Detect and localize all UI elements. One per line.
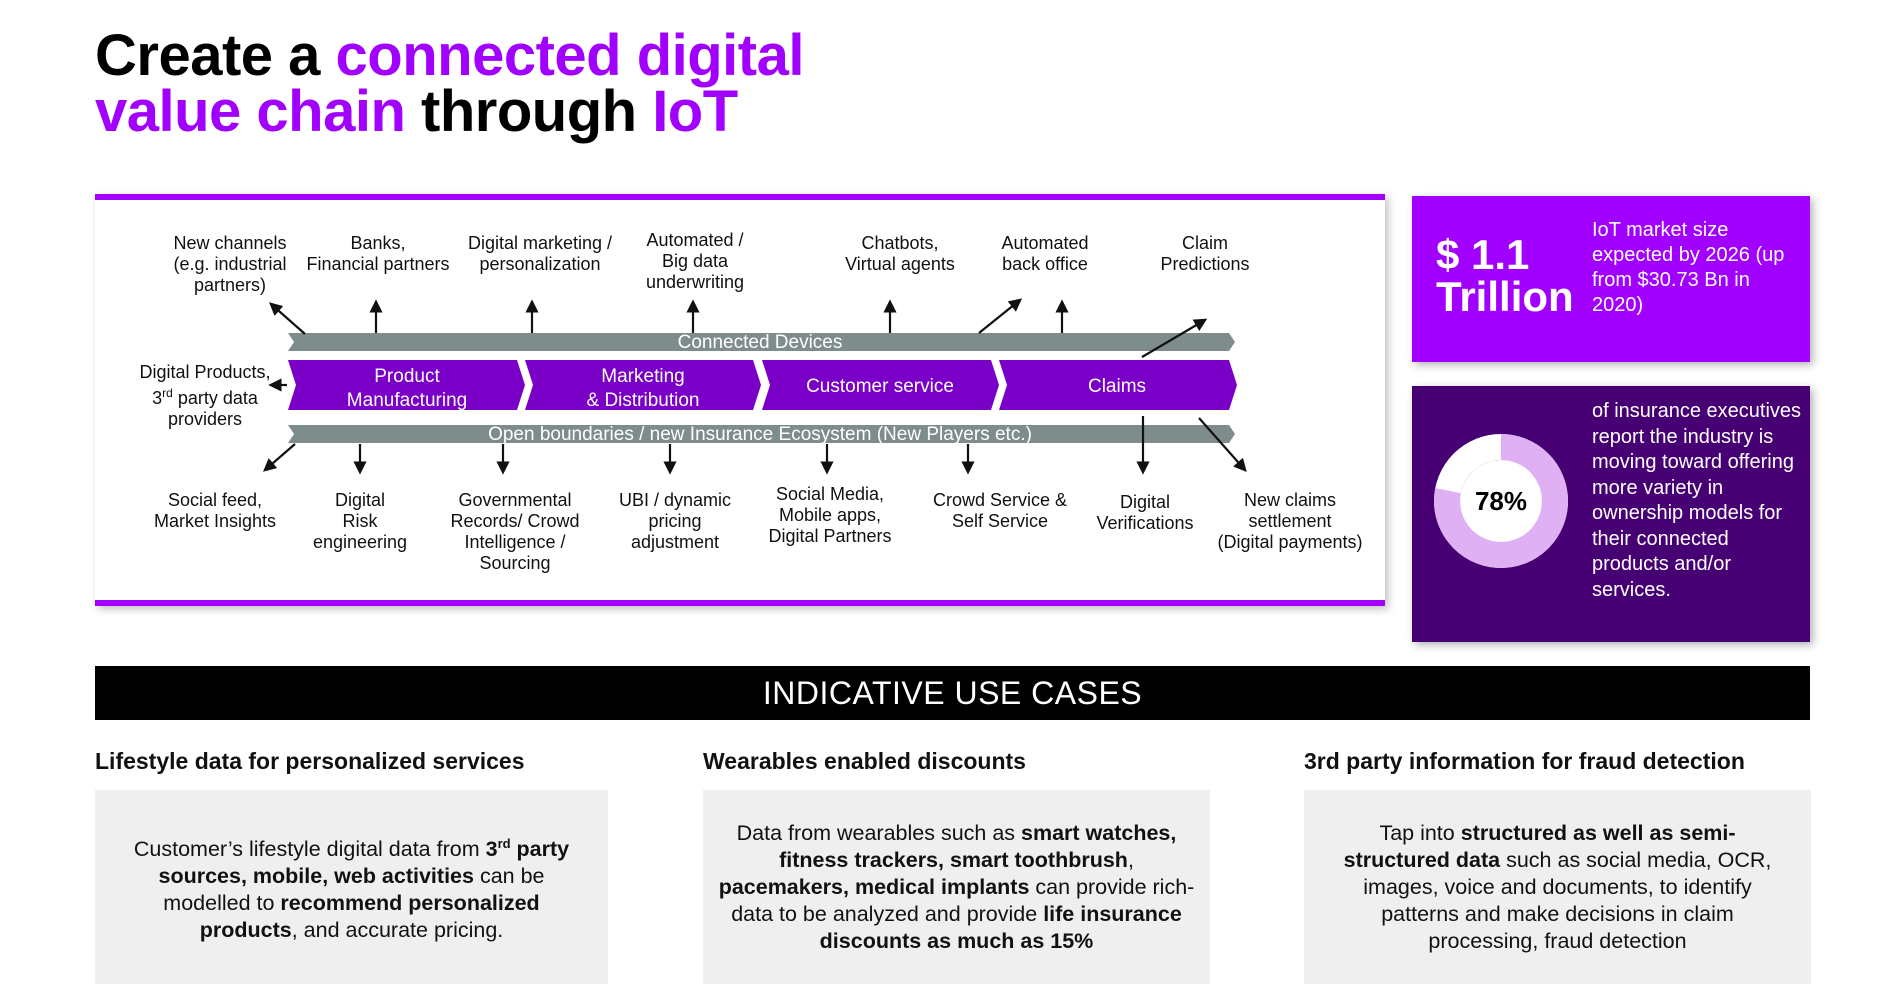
value-chain-diagram: Connected Devices Open boundaries / new … [95, 194, 1385, 606]
top-label-5: Chatbots,Virtual agents [845, 233, 955, 274]
bottom-label-1: Social feed,Market Insights [153, 490, 277, 531]
donut-arc [1434, 434, 1568, 568]
use-case-title-3: 3rd party information for fraud detectio… [1304, 748, 1745, 774]
page-title: Create a connected digital value chain t… [95, 27, 804, 141]
value-chain-graphic: Connected Devices Open boundaries / new … [263, 298, 1247, 475]
stage-chevron-4 [999, 360, 1237, 410]
stat-card-market-size: $ 1.1 Trillion IoT market size expected … [1412, 196, 1810, 362]
title-part2: connected digital [335, 23, 805, 88]
bottom-label-5: Social Media,Mobile apps,Digital Partner… [768, 484, 892, 546]
stage-1-line2: Manufacturing [347, 390, 467, 411]
donut-value: 78% [1474, 485, 1528, 516]
use-case-title-2: Wearables enabled discounts [703, 748, 1026, 774]
arrow-up-6 [978, 298, 1023, 334]
stat-value-line1: $ 1.1 [1436, 231, 1530, 278]
stage-2-line2: & Distribution [587, 390, 700, 411]
stat-card-ownership: 78% of insurance executives report the i… [1412, 386, 1810, 642]
top-label-2: Banks,Financial partners [306, 233, 450, 274]
title-part3: value chain [95, 79, 406, 144]
donut-chart [1434, 434, 1568, 568]
stat-value-line2: Trillion [1436, 273, 1574, 320]
top-band-label: Connected Devices [678, 332, 843, 353]
stat-text: IoT market size expected by 2026 (up fro… [1592, 219, 1785, 316]
top-label-3: Digital marketing /personalization [467, 233, 613, 274]
title-part5: IoT [652, 79, 738, 144]
stage-2-line1: Marketing [601, 366, 684, 387]
donut-center [1460, 460, 1542, 542]
use-case-body-2: Data from wearables such as smart watche… [718, 820, 1195, 953]
stage-chevron-1 [288, 360, 525, 410]
bottom-band-label: Open boundaries / new Insurance Ecosyste… [488, 424, 1032, 445]
use-case-box-2: Data from wearables such as smart watche… [703, 790, 1210, 984]
use-case-body-1: Customer’s lifestyle digital data from 3… [133, 835, 570, 943]
title-part1: Create a [95, 23, 336, 88]
use-case-body-3: Tap into structured as well as semi-stru… [1343, 820, 1772, 953]
arrow-up-1 [269, 302, 306, 335]
use-case-box-3: Tap into structured as well as semi-stru… [1304, 790, 1811, 984]
use-cases-banner: INDICATIVE USE CASES [95, 666, 1810, 720]
arrow-down-8 [1198, 417, 1247, 472]
arrow-down-1 [263, 443, 296, 472]
stage-4-label: Claims [1088, 376, 1146, 397]
use-case-title-1: Lifestyle data for personalized services [95, 748, 525, 774]
stage-chevron-2 [525, 360, 761, 410]
connected-devices-band [288, 333, 1235, 351]
stat-value: $ 1.1 Trillion [1436, 234, 1574, 318]
bottom-label-6: Crowd Service &Self Service [932, 490, 1068, 531]
stat-text: of insurance executives report the indus… [1592, 400, 1802, 601]
title-part4: through [405, 79, 653, 144]
stage-3-label: Customer service [806, 376, 954, 397]
stage-1-line1: Product [374, 366, 440, 387]
arrow-up-8 [1141, 318, 1208, 358]
use-case-box-1: Customer’s lifestyle digital data from 3… [95, 790, 608, 984]
stage-chevron-3 [762, 360, 999, 410]
ecosystem-band [288, 425, 1235, 443]
